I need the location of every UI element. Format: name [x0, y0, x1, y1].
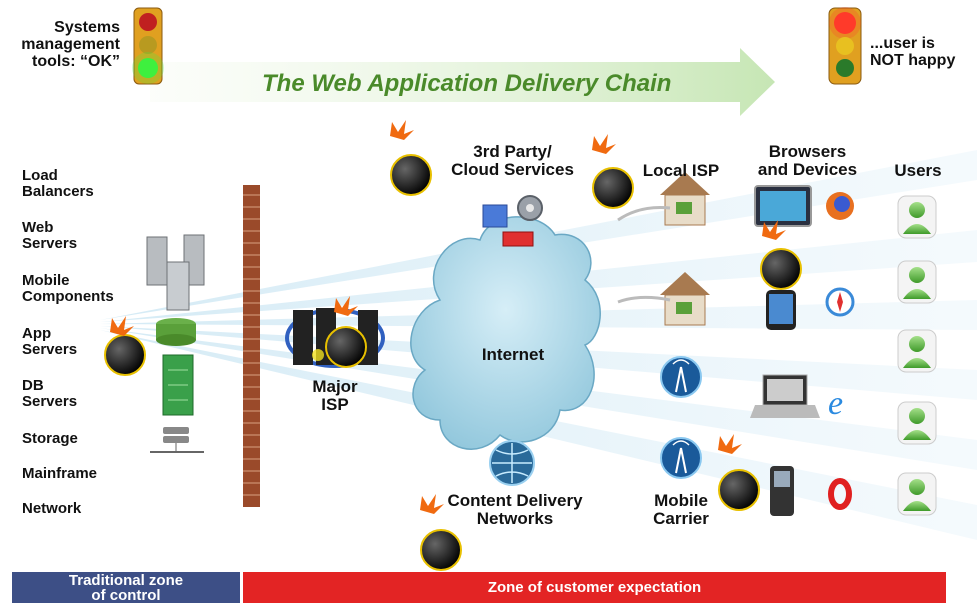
internet-label: Internet: [481, 345, 545, 364]
safari-icon: [825, 287, 855, 317]
infra-mobile-components: Mobile Components: [22, 272, 114, 305]
infra-web-servers: Web Servers: [22, 219, 78, 252]
traditional-zone-bar: Traditional zone of control: [12, 572, 240, 603]
antenna-icon: [660, 437, 702, 479]
page-title: The Web Application Delivery Chain: [262, 70, 672, 97]
delivery-arrow: [150, 48, 775, 116]
bomb-icon: [325, 296, 367, 368]
infra-load-balancers: Load Balancers: [22, 167, 94, 200]
opera-icon: [828, 478, 852, 510]
infra-db-servers: DB Servers: [22, 377, 78, 410]
bomb-icon: [104, 316, 146, 376]
local-isp-label: Local ISP: [642, 161, 720, 180]
storage-icon: [150, 427, 204, 453]
feature-phone-icon: [770, 466, 794, 516]
status-left-text: Systems management tools: “OK”: [21, 19, 120, 70]
laptop-icon: [750, 374, 820, 418]
user-icon: [897, 329, 937, 373]
server-rack-icon: [146, 234, 205, 311]
house-icon: [617, 172, 710, 226]
user-icon: [897, 260, 937, 304]
user-icon: [897, 472, 937, 516]
infra-network: Network: [22, 500, 82, 517]
major-isp-label: Major ISP: [312, 377, 358, 414]
mobile-carrier-label: Mobile Carrier: [653, 491, 709, 528]
cdn-label: Content Delivery Networks: [447, 491, 583, 528]
database-icon: [156, 318, 196, 346]
monitor-icon: [754, 185, 812, 227]
traffic-light-icon: [132, 7, 164, 85]
user-icon: [897, 195, 937, 239]
app-server-icon: [162, 354, 194, 416]
bomb-icon: [390, 120, 432, 196]
infra-app-servers: App Servers: [22, 325, 78, 358]
users-label: Users: [894, 161, 942, 180]
bomb-icon: [760, 220, 802, 290]
user-icon: [897, 401, 937, 445]
svg-text:e: e: [828, 385, 843, 422]
status-right-text: ...user is NOT happy: [870, 35, 956, 69]
bomb-icon: [592, 134, 634, 209]
antenna-icon: [660, 356, 702, 398]
browsers-label: Browsers and Devices: [757, 142, 858, 179]
third-party-label: 3rd Party/ Cloud Services: [451, 142, 574, 179]
bomb-icon: [420, 494, 462, 571]
traffic-light-icon: [828, 7, 862, 85]
house-icon: [617, 272, 710, 326]
smartphone-icon: [766, 290, 796, 330]
customer-zone-bar: Zone of customer expectation: [243, 572, 946, 603]
cloud-icon: [410, 216, 601, 450]
globe-icon: [489, 440, 535, 486]
infra-storage: Storage: [22, 430, 78, 447]
brick-wall-icon: [243, 185, 260, 507]
firefox-icon: [826, 192, 854, 220]
internet-explorer-icon: e: [828, 385, 843, 422]
infra-mainframe: Mainframe: [22, 465, 98, 482]
bomb-icon: [718, 434, 760, 511]
cloud-services-icon: [482, 195, 543, 247]
